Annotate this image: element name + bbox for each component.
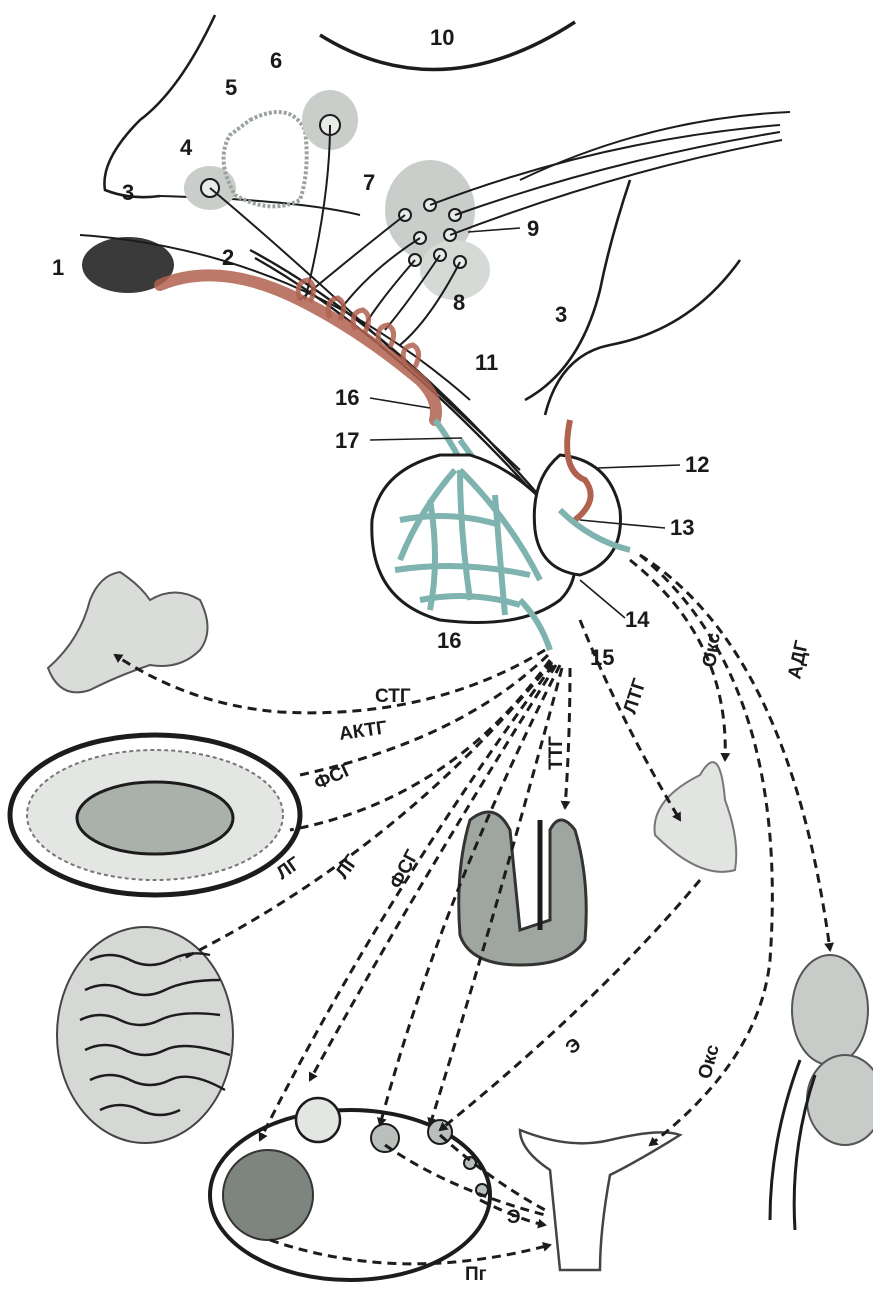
label-7: 7 [363, 170, 375, 195]
kidney-organ [770, 955, 873, 1230]
nucleus-5 [224, 112, 307, 206]
hormone-lg-ovary: ЛГ [332, 851, 363, 883]
label-8: 8 [453, 290, 465, 315]
label-10: 10 [430, 25, 454, 50]
hormone-stg: СТГ [375, 686, 411, 707]
label-11: 11 [475, 350, 498, 375]
hormone-e-upper: Э [562, 1034, 586, 1059]
label-4: 4 [180, 135, 193, 160]
label-17: 17 [335, 428, 359, 453]
label-16b: 16 [437, 628, 461, 653]
hormone-e-lower: Э [507, 1207, 521, 1228]
hormone-aktg: АКТГ [338, 717, 389, 745]
adrenal-organ [10, 735, 300, 895]
label-1: 1 [52, 255, 64, 280]
label-15: 15 [590, 645, 614, 670]
label-9: 9 [527, 216, 539, 241]
label-6: 6 [270, 48, 282, 73]
hormone-ttg: ТТГ [546, 736, 567, 770]
capillary-loops [298, 280, 418, 367]
thyroid-organ [459, 812, 587, 965]
label-3a: 3 [122, 180, 134, 205]
hormone-ltg: ЛТГ [620, 676, 651, 717]
label-12: 12 [685, 452, 709, 477]
hormone-oks-upper: Окс [699, 631, 725, 669]
label-5: 5 [225, 75, 237, 100]
hormone-adg: АДГ [784, 639, 813, 681]
label-14: 14 [625, 607, 650, 632]
hormone-fsg-adrenal: ФСГ [311, 758, 357, 794]
label-2: 2 [222, 245, 234, 270]
hormone-pg: Пг [465, 1264, 487, 1285]
label-13: 13 [670, 515, 694, 540]
hormone-fsg-ovary: ФСГ [386, 846, 424, 892]
label-16a: 16 [335, 385, 359, 410]
testis-organ [57, 927, 233, 1143]
bone-organ [48, 572, 208, 692]
mammary-organ [655, 762, 737, 872]
uterus-organ [520, 1130, 680, 1270]
label-3b: 3 [555, 302, 567, 327]
